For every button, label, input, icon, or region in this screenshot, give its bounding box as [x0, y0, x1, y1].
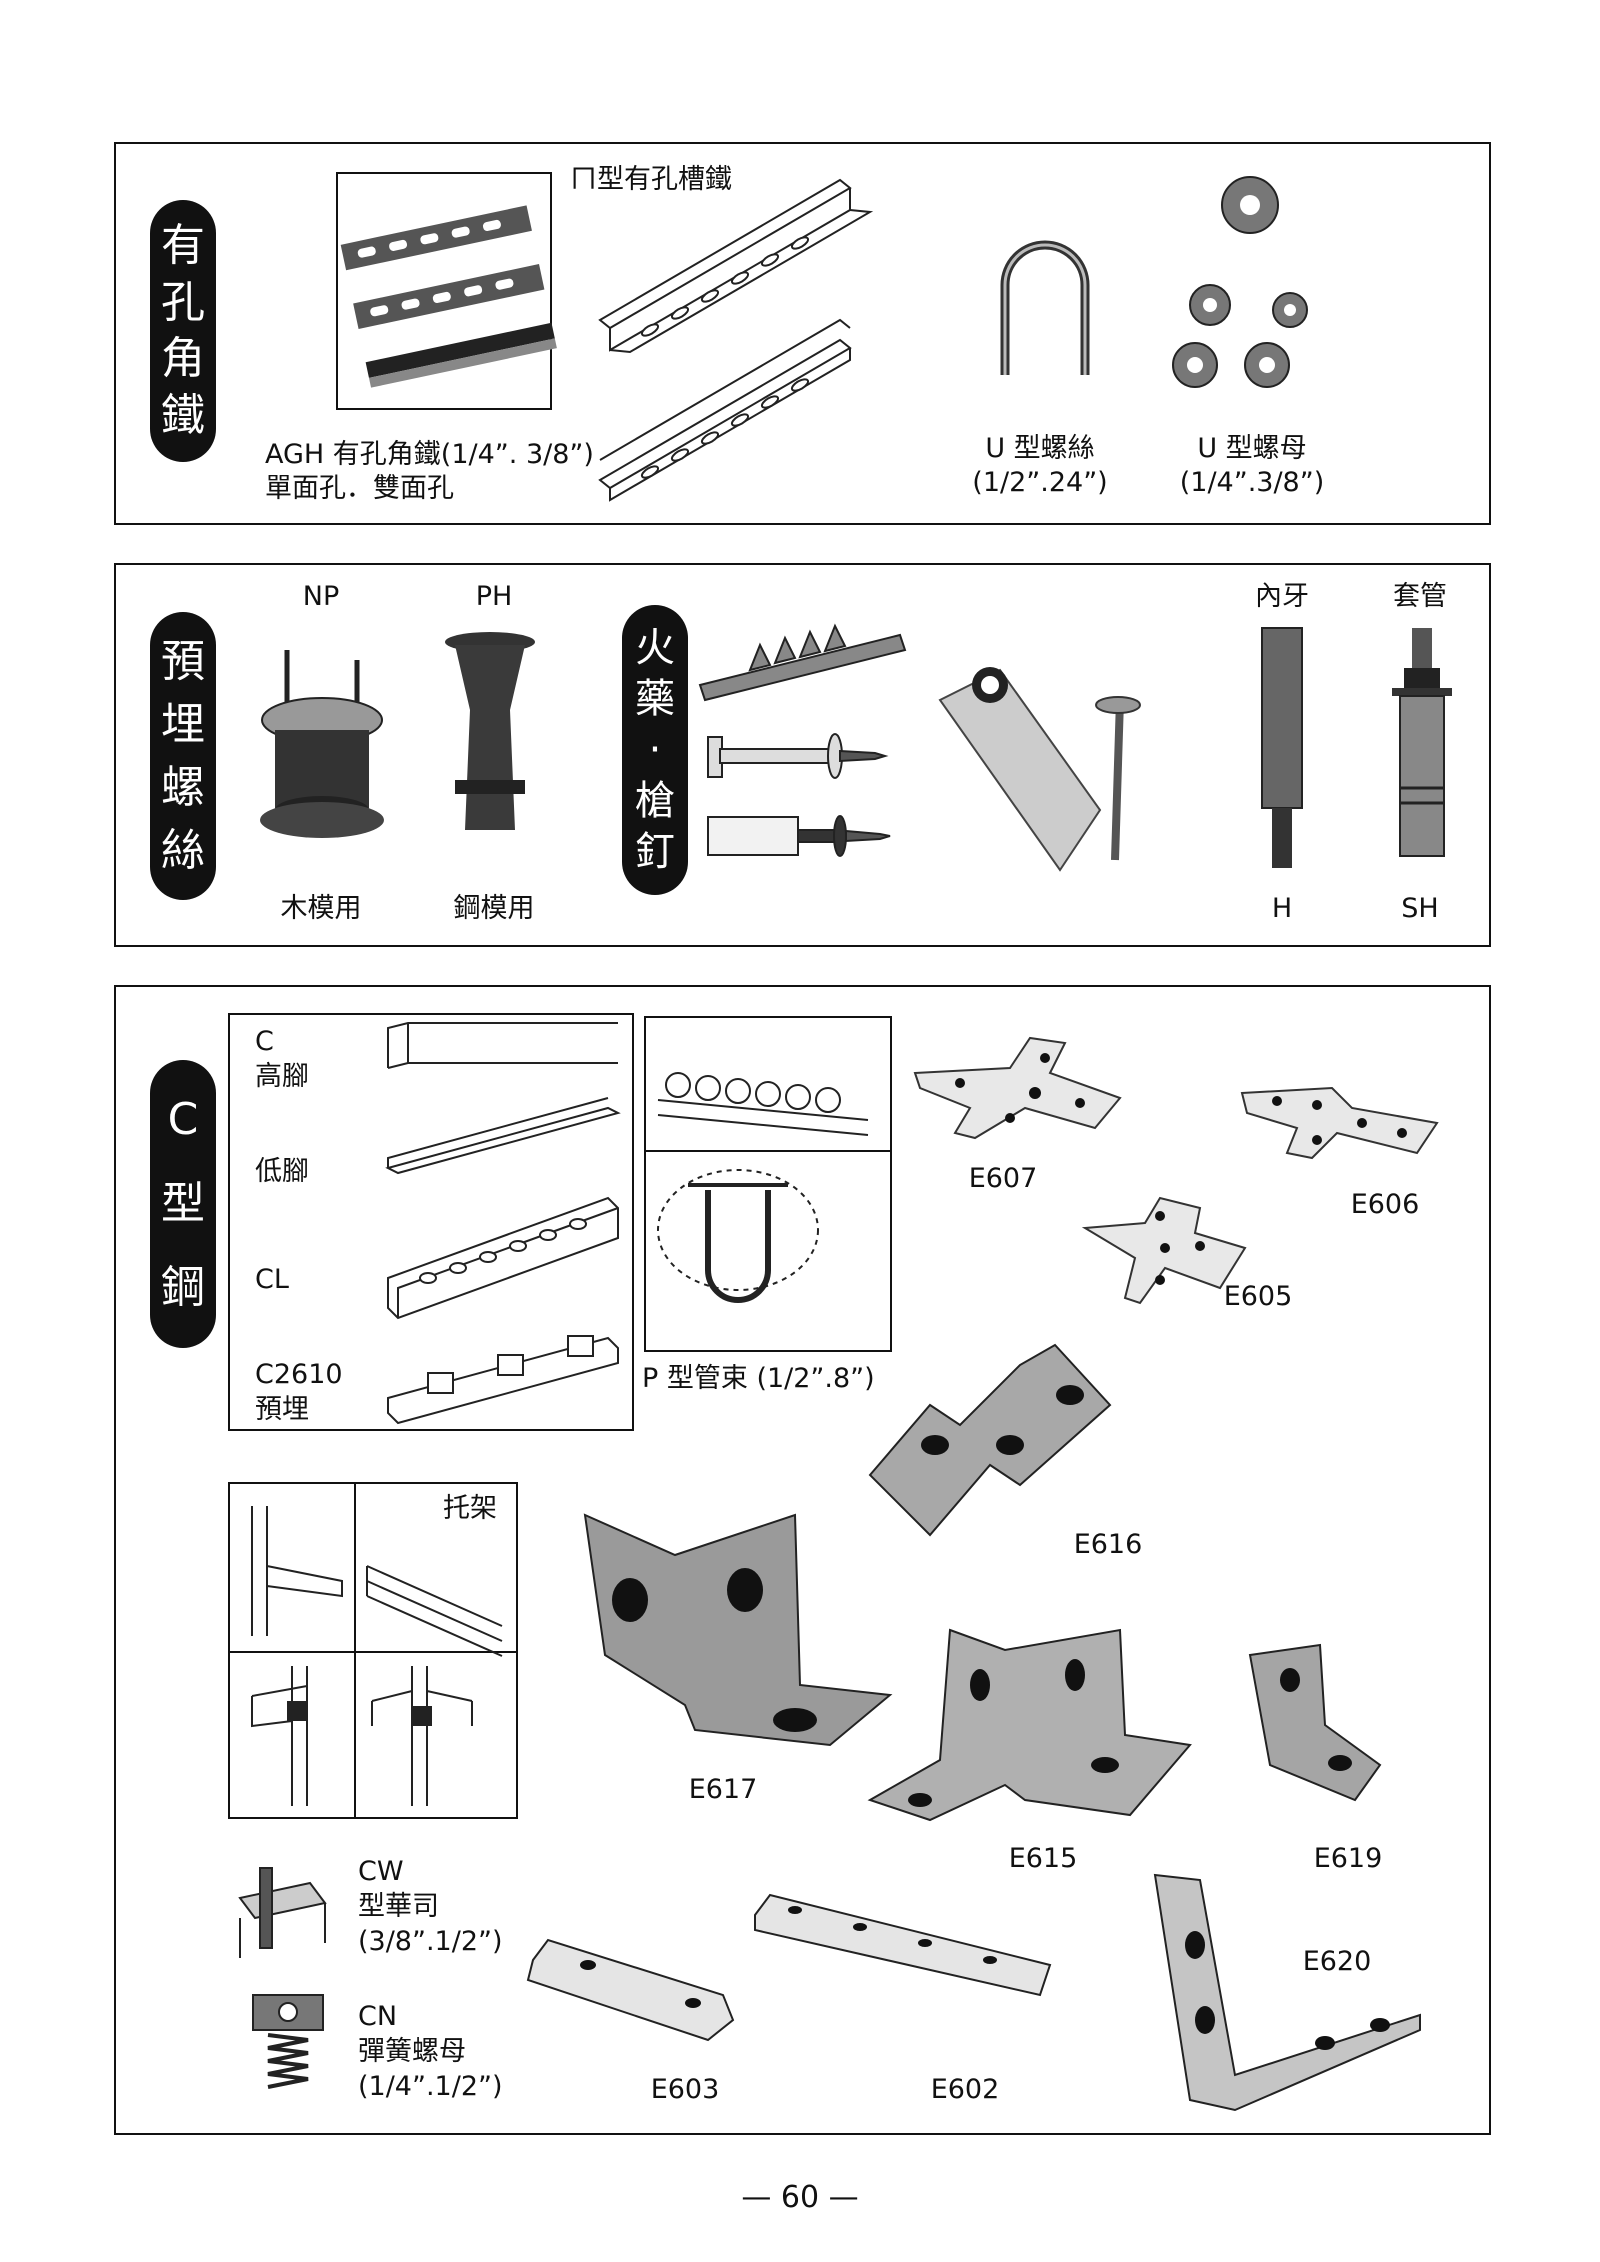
e605-label: E605 [1223, 1281, 1293, 1312]
ph-sub-label: 鋼模用 [453, 893, 535, 924]
section-title-embedded-bolts: 預 埋 螺 絲 [150, 612, 216, 900]
e605-plate-image [1081, 1196, 1247, 1305]
cw-label-3: (3/8”.1/2”) [358, 1926, 503, 1957]
title-char: 釘 [635, 828, 675, 875]
e620-label: E620 [1302, 1946, 1372, 1977]
e603-plate-image [526, 1938, 735, 2042]
p-clamp-divider [644, 1150, 892, 1152]
bracket-drawings [251, 1506, 503, 1806]
c2610-label-2: 預埋 [255, 1394, 309, 1425]
section-title-c-steel: C 型 鋼 [150, 1060, 216, 1348]
u-bolt-label-line2: (1/2”.24”) [972, 467, 1108, 498]
e607-label: E607 [968, 1163, 1038, 1194]
c-low-label: 低腳 [255, 1156, 309, 1187]
e617-label: E617 [688, 1774, 758, 1805]
bracket-grid-vdivider [354, 1482, 356, 1819]
title-char: 鋼 [161, 1262, 205, 1313]
c-channel-drawings [385, 1022, 621, 1425]
channel-steel-image [598, 178, 874, 502]
e617-bracket-image [583, 1513, 893, 1747]
p-clamp-drawings [657, 1072, 869, 1303]
title-char: 型 [161, 1178, 205, 1229]
ph-label: PH [475, 581, 513, 612]
np-anchor-image [260, 650, 384, 838]
u-nut-label-line2: (1/4”.3/8”) [1179, 467, 1325, 498]
cw-washer-image [238, 1867, 327, 1958]
h-anchor-image [1261, 627, 1303, 868]
bracket-label: 托架 [443, 1493, 497, 1524]
e606-label: E606 [1350, 1189, 1420, 1220]
bracket-grid [228, 1482, 518, 1819]
section-c-steel-panel [114, 985, 1491, 2135]
powder-nails-image [698, 623, 907, 857]
e615-bracket-image [867, 1628, 1192, 1822]
nail-clip-image [938, 667, 1141, 872]
agh-label-line2: 單面孔．雙面孔 [265, 473, 454, 504]
c-channel-box [228, 1013, 634, 1431]
u-nuts-image [1172, 176, 1308, 388]
e619-label: E619 [1313, 1843, 1383, 1874]
c-high-label-1: C [255, 1026, 274, 1057]
cw-label-1: CW [358, 1856, 404, 1887]
e616-label: E616 [1073, 1529, 1143, 1560]
cn-spring-nut-image [252, 1994, 324, 2089]
e619-bracket-image [1248, 1643, 1382, 1802]
cn-label-3: (1/4”.1/2”) [358, 2071, 503, 2102]
sh-label: SH [1401, 893, 1439, 924]
channel-steel-label: ㄇ型有孔槽鐵 [570, 164, 732, 195]
e602-plate-image [754, 1893, 1052, 1997]
u-nut-label-line1: U 型螺母 [1197, 433, 1307, 464]
p-clamp-box [644, 1016, 892, 1352]
c2610-label-1: C2610 [255, 1359, 343, 1390]
agh-label-line1: AGH 有孔角鐵(1/4”. 3/8”) [265, 439, 594, 470]
cl-label: CL [255, 1264, 289, 1295]
np-label: NP [302, 581, 340, 612]
np-sub-label: 木模用 [280, 893, 362, 924]
title-char: 槍 [635, 777, 675, 824]
cw-label-2: 型華司 [358, 1891, 439, 1922]
title-char: 孔 [161, 276, 205, 328]
sh-anchor-image [1392, 628, 1452, 857]
title-char: 鐵 [161, 389, 205, 441]
title-char: · [648, 726, 662, 773]
title-char: 絲 [161, 824, 205, 876]
sleeve-label: 套管 [1393, 581, 1447, 612]
u-bolt-label-line1: U 型螺絲 [985, 433, 1095, 464]
e606-plate-image [1240, 1086, 1439, 1160]
e615-label: E615 [1008, 1843, 1078, 1874]
title-char: 有 [161, 220, 205, 272]
ph-anchor-image [445, 632, 535, 830]
u-bolt-image [1000, 240, 1090, 375]
e607-plate-image [913, 1036, 1122, 1140]
e603-label: E603 [650, 2074, 720, 2105]
title-char: 藥 [635, 676, 675, 723]
title-char: 埋 [161, 698, 205, 750]
e602-label: E602 [930, 2074, 1000, 2105]
title-char: 螺 [161, 761, 205, 813]
h-label: H [1271, 893, 1293, 924]
c-high-label-2: 高腳 [255, 1061, 309, 1092]
cn-label-2: 彈簧螺母 [358, 2036, 466, 2067]
e616-bracket-image [868, 1343, 1112, 1537]
agh-angle-iron-image [336, 172, 557, 410]
page-number: — 60 — [741, 2180, 859, 2215]
section-title-angle-iron: 有 孔 角 鐵 [150, 200, 216, 462]
section-title-powder-nails: 火 藥 · 槍 釘 [622, 605, 688, 895]
bracket-grid-hdivider [228, 1651, 518, 1653]
title-char: 預 [161, 635, 205, 687]
cn-label-1: CN [358, 2001, 398, 2032]
title-char: 火 [635, 625, 675, 672]
inner-thread-label: 內牙 [1255, 581, 1309, 612]
title-char: 角 [161, 333, 205, 385]
e620-bracket-image [1153, 1873, 1421, 2112]
title-char: C [167, 1094, 199, 1145]
p-clamp-label: P 型管束 (1/2”.8”) [642, 1363, 875, 1394]
